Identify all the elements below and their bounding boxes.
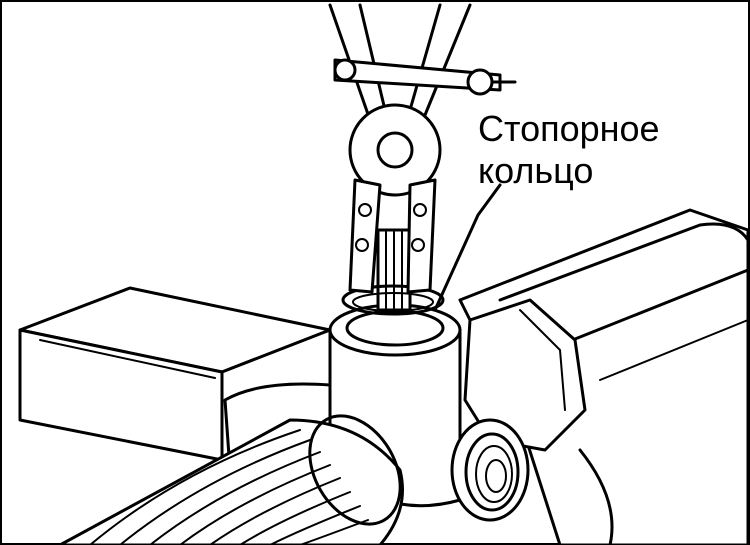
rubber-boot xyxy=(58,414,404,545)
pinion-shaft xyxy=(376,228,412,312)
callout-label: Стопорное кольцо xyxy=(478,108,660,192)
callout-leader-line xyxy=(433,183,502,312)
callout-line-1: Стопорное xyxy=(478,108,660,149)
side-port xyxy=(450,418,530,522)
hex-nut xyxy=(463,298,587,452)
callout-line-2: кольцо xyxy=(478,150,594,191)
snap-ring xyxy=(341,284,445,316)
snap-ring-pliers xyxy=(328,3,517,294)
